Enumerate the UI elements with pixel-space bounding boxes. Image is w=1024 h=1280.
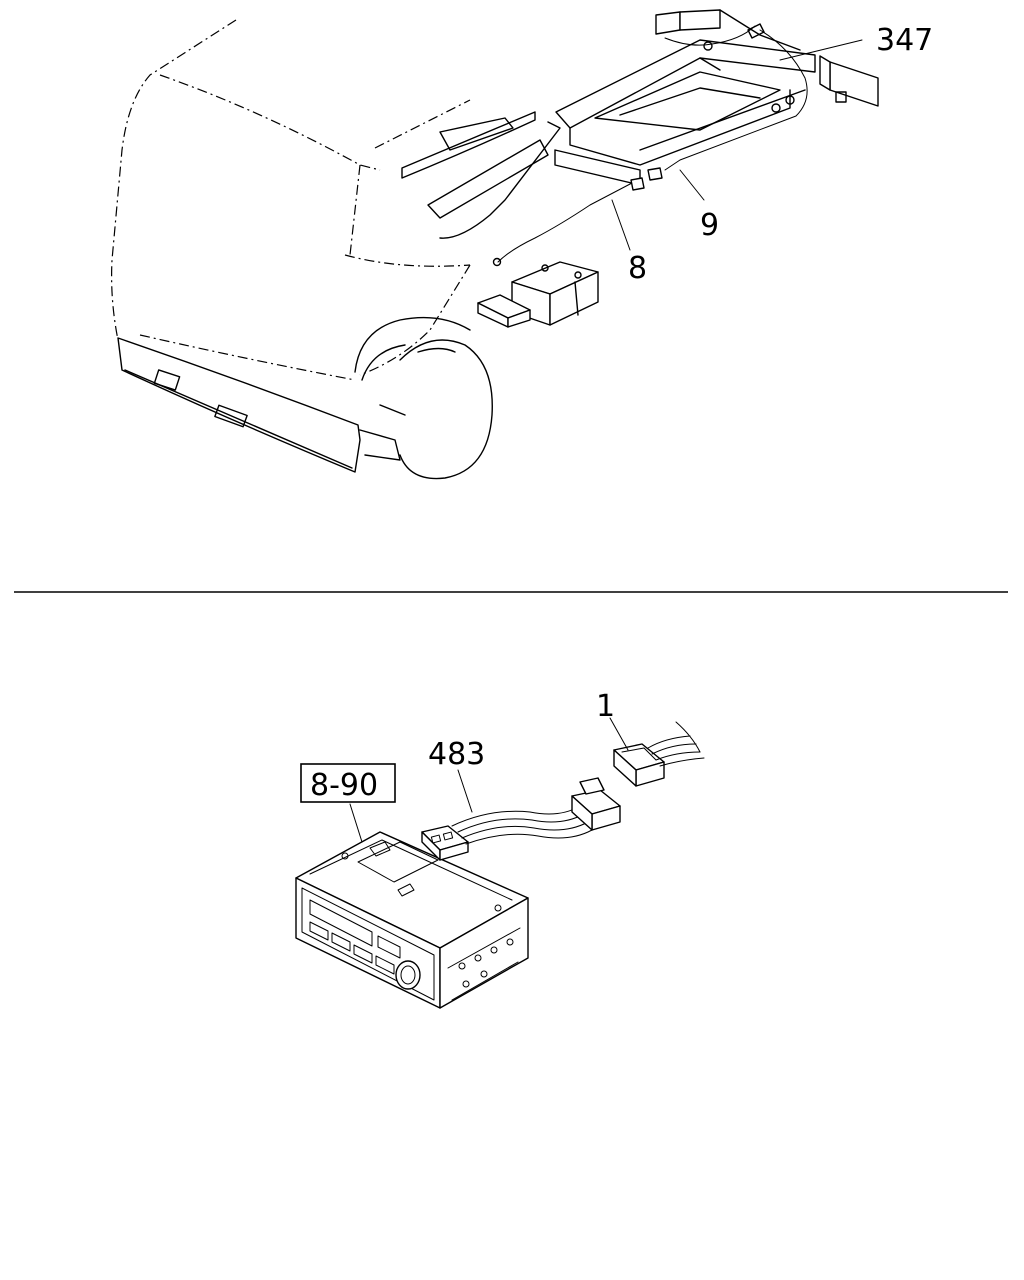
connector-1 bbox=[613, 721, 705, 787]
callout-1: 1 bbox=[596, 689, 615, 724]
leader-lines-bottom bbox=[349, 717, 629, 843]
reference-label: 8-90 bbox=[310, 768, 378, 803]
callout-9: 9 bbox=[700, 208, 719, 243]
reference-box: 8-90 bbox=[300, 763, 396, 803]
callout-483: 483 bbox=[428, 737, 485, 772]
cab-floor-frame bbox=[401, 111, 641, 239]
radio-unit bbox=[295, 831, 529, 1009]
harness-9-wire bbox=[647, 25, 808, 181]
callout-347: 347 bbox=[876, 23, 933, 58]
battery bbox=[477, 261, 599, 328]
rear-chassis-frame bbox=[555, 9, 879, 166]
harness-8-wire bbox=[492, 177, 645, 267]
leader-lines-top bbox=[611, 39, 863, 251]
truck-cab-outline bbox=[111, 19, 493, 480]
harness-483 bbox=[421, 777, 621, 861]
callout-8: 8 bbox=[628, 251, 647, 286]
